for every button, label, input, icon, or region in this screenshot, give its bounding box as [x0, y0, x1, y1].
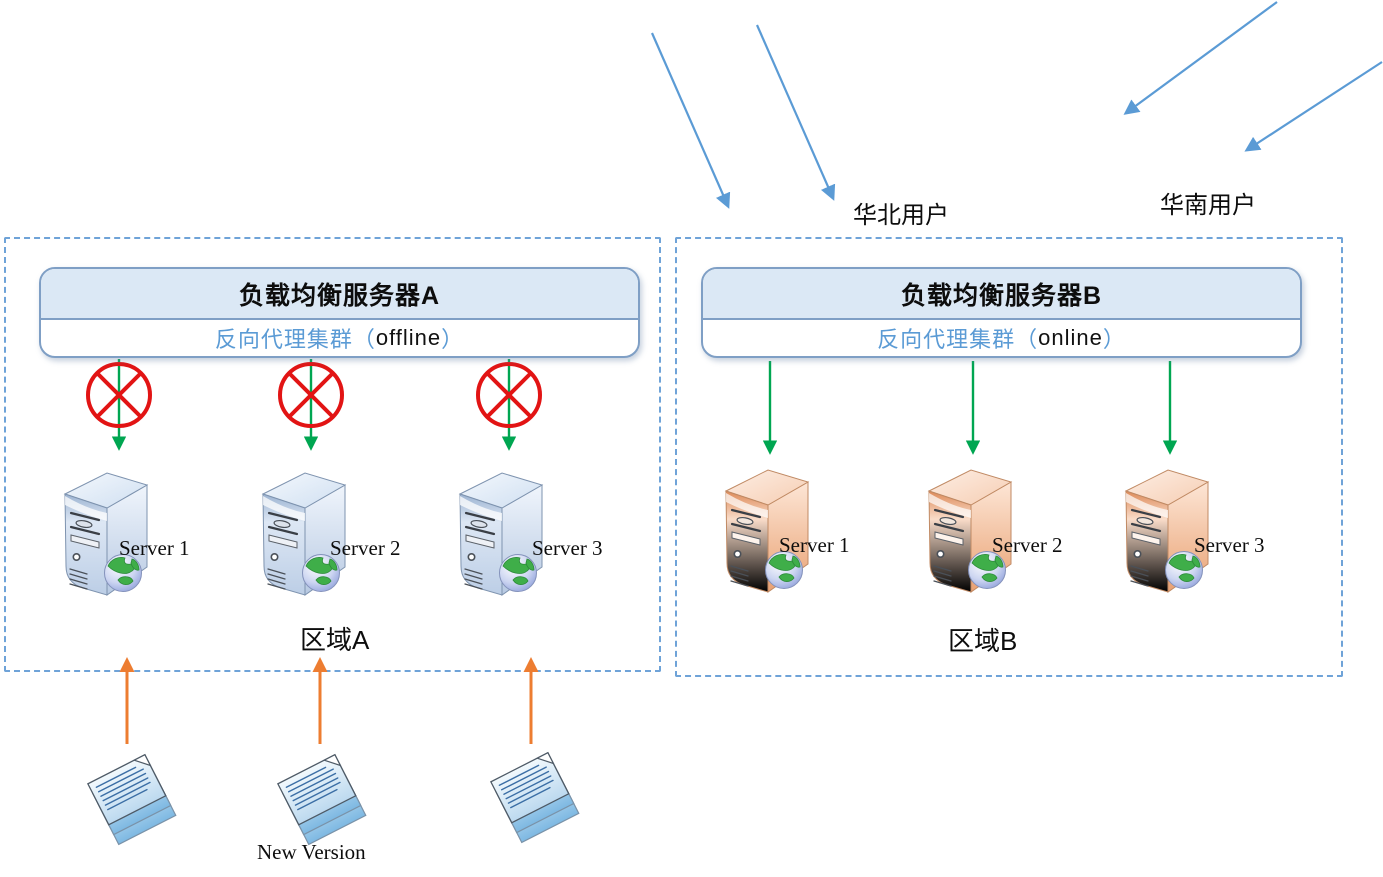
proxy-b-prefix: 反向代理集群（	[877, 327, 1039, 352]
user-request-arrow	[755, 24, 836, 201]
proxy-a-suffix: ）	[441, 327, 465, 352]
server-tower-icon	[263, 473, 345, 595]
zone-b-area-label: 区域B	[948, 626, 1018, 656]
server-tower-icon	[460, 473, 542, 595]
zone-b-server-2-label: Server 2	[992, 533, 1063, 557]
proxy-a-status: offline	[375, 325, 442, 350]
deploy-arrows	[119, 657, 539, 744]
zone-b-route-arrows	[762, 361, 1178, 455]
document-stack-icon	[87, 754, 177, 846]
user-request-arrow	[1244, 61, 1383, 152]
user-request-arrow	[1123, 1, 1278, 115]
zone-a-boundary	[4, 237, 661, 672]
proxy-cluster-a-label: 反向代理集群（offline）	[41, 320, 638, 356]
north-users-label: 华北用户	[853, 202, 949, 229]
load-balancer-a-box: 负载均衡服务器A 反向代理集群（offline）	[39, 267, 640, 358]
server-tower-icon	[65, 473, 147, 595]
document-stack-icon	[277, 754, 367, 846]
zone-b-boundary	[675, 237, 1343, 677]
user-request-arrows	[650, 1, 1383, 209]
document-stack-icon	[490, 752, 580, 844]
zone-a-area-label: 区域A	[300, 625, 370, 655]
zone-b-server-3-label: Server 3	[1194, 533, 1265, 557]
zone-b-server-1-label: Server 1	[779, 533, 850, 557]
server-tower-icon	[1126, 470, 1208, 592]
server-tower-icon	[726, 470, 808, 592]
proxy-b-status: online	[1038, 325, 1103, 350]
load-balancer-a-title: 负载均衡服务器A	[41, 269, 638, 320]
server-tower-icon	[929, 470, 1011, 592]
zone-a-server-2-label: Server 2	[330, 536, 401, 560]
load-balancer-b-title: 负载均衡服务器B	[703, 269, 1300, 320]
zone-a-server-3-label: Server 3	[532, 536, 603, 560]
proxy-b-suffix: ）	[1102, 327, 1126, 352]
load-balancer-b-box: 负载均衡服务器B 反向代理集群（online）	[701, 267, 1302, 358]
zone-a-server-1-label: Server 1	[119, 536, 190, 560]
south-users-label: 华南用户	[1160, 192, 1256, 219]
user-request-arrow	[650, 32, 731, 209]
proxy-a-prefix: 反向代理集群（	[214, 327, 376, 352]
zone-a-route-arrows	[111, 359, 517, 451]
new-version-label: New Version	[257, 840, 366, 864]
proxy-cluster-b-label: 反向代理集群（online）	[703, 320, 1300, 356]
